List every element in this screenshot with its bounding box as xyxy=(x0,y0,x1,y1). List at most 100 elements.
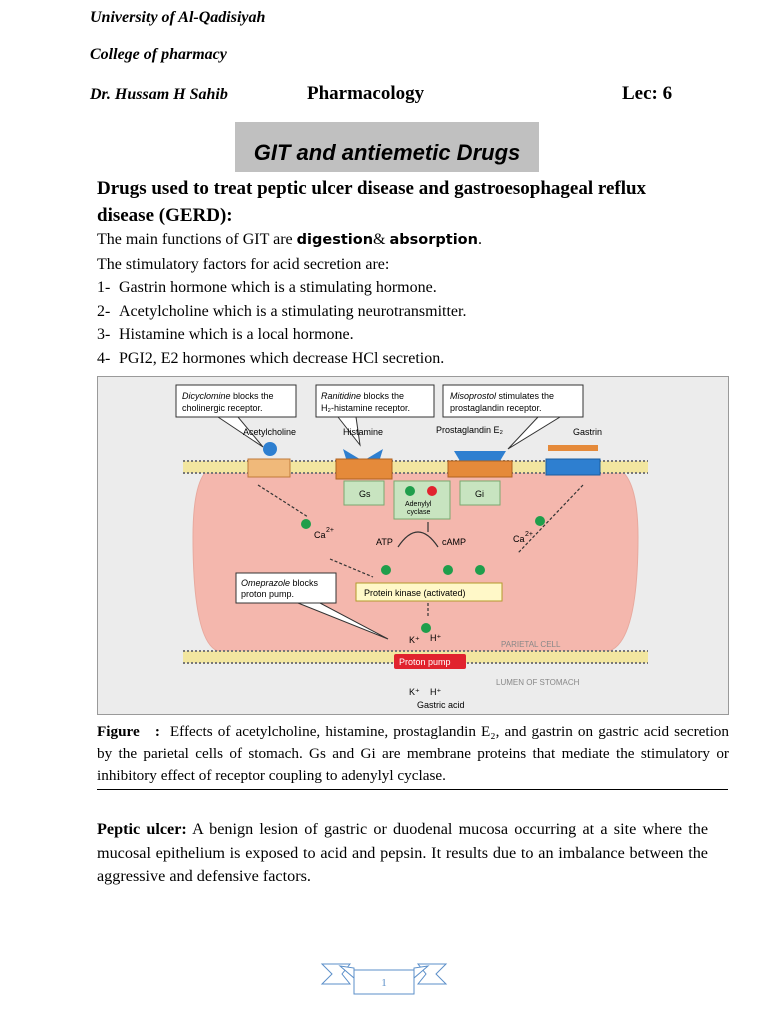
lecture-number: Lec: 6 xyxy=(622,83,673,104)
callout-text: H₂-histamine receptor. xyxy=(321,403,410,413)
label-pka: Protein kinase (activated) xyxy=(364,588,466,598)
svg-text:Dicyclomine blocks the: Dicyclomine blocks the xyxy=(182,391,274,401)
callout-misoprostol: Misoprostol stimulates the prostaglandin… xyxy=(442,384,584,450)
caption-marker: : xyxy=(154,723,160,740)
factor-item: 4- PGI2, E2 hormones which decrease HCl s… xyxy=(97,347,697,371)
plus-icon xyxy=(535,516,545,526)
cholinergic-receptor xyxy=(247,458,291,478)
drug-name: Misoprostol xyxy=(450,391,497,401)
label-acetylcholine: Acetylcholine xyxy=(243,427,296,437)
callout-text: stimulates the xyxy=(496,391,554,401)
factor-num: 1- xyxy=(97,279,111,297)
callout-omeprazole: Omeprazole blocks proton pump. xyxy=(235,572,389,640)
figure-caption: Figure :Effects of acetylcholine, histam… xyxy=(97,721,729,787)
page-title: GIT and antiemetic Drugs xyxy=(253,140,521,165)
label-gi: Gi xyxy=(475,489,484,499)
label-k: K⁺ xyxy=(409,635,420,645)
callout-text: prostaglandin receptor. xyxy=(450,403,542,413)
section-heading: Drugs used to treat peptic ulcer disease… xyxy=(97,178,647,226)
factor-text: Acetylcholine which is a stimulating neu… xyxy=(119,302,467,320)
prostaglandin-ligand xyxy=(454,451,506,461)
label-prostaglandin: Prostaglandin E₂ xyxy=(436,425,504,435)
page-number: 1 xyxy=(381,977,387,989)
plus-icon xyxy=(405,486,415,496)
peptic-term: Peptic ulcer: xyxy=(97,820,187,838)
functions-line: The main functions of GIT are digestion&… xyxy=(97,228,697,253)
factor-num: 4- xyxy=(97,349,111,367)
factor-text: PGI2, E2 hormones which decrease HCl sec… xyxy=(119,349,445,367)
plus-icon xyxy=(421,623,431,633)
factor-item: 3-Histamine which is a local hormone. xyxy=(97,323,697,347)
peptic-text: A benign lesion of gastric or duodenal m… xyxy=(97,820,709,886)
label-gs: Gs xyxy=(359,489,371,499)
label-k: K⁺ xyxy=(409,687,420,697)
doctor-name: Dr. Hussam H Sahib xyxy=(90,86,228,103)
label-lumen: LUMEN OF STOMACH xyxy=(496,678,580,687)
caption-text: Effects of acetylcholine, histamine, pro… xyxy=(97,723,729,784)
caption-label: Figure xyxy=(97,723,140,740)
adenylyl-cyclase xyxy=(393,480,451,520)
gastrin-arrow xyxy=(517,484,584,554)
minus-icon xyxy=(427,486,437,496)
plus-icon xyxy=(381,565,391,575)
callout-text: blocks the xyxy=(361,391,404,401)
intro-text: The main functions of GIT are digestion&… xyxy=(97,228,697,371)
factor-text: Gastrin hormone which is a stimulating h… xyxy=(119,279,437,297)
label-camp: cAMP xyxy=(442,537,466,547)
plus-icon xyxy=(301,519,311,529)
svg-text:Ranitidine blocks the: Ranitidine blocks the xyxy=(321,391,404,401)
gastrin-receptor xyxy=(545,458,601,476)
proton-pump xyxy=(394,654,466,669)
callout-dicyclomine: Dicyclomine blocks the cholinergic recep… xyxy=(175,384,297,448)
atp-camp-arrow xyxy=(397,531,439,548)
label-h: H⁺ xyxy=(430,633,441,643)
peptic-ulcer-paragraph: Peptic ulcer: A benign lesion of gastric… xyxy=(97,818,708,889)
label-histamine: Histamine xyxy=(343,427,383,437)
factor-text: Histamine which is a local hormone. xyxy=(119,326,354,344)
stimulatory-line: The stimulatory factors for acid secreti… xyxy=(97,255,390,273)
label-parietal-cell: PARIETAL CELL xyxy=(501,640,561,649)
gi-protein xyxy=(459,480,501,506)
factor-item: 1- Gastrin hormone which is a stimulating… xyxy=(97,276,697,300)
protein-kinase-box xyxy=(355,582,503,602)
h2-receptor xyxy=(335,458,393,480)
plus-icon xyxy=(475,565,485,575)
label-cyclase: cyclase xyxy=(407,509,430,516)
functions-suffix: . xyxy=(477,231,482,248)
caption-rule xyxy=(97,789,728,790)
label-h: H⁺ xyxy=(430,687,441,697)
title-box xyxy=(235,122,539,172)
callout-text: blocks xyxy=(290,578,319,588)
factor-num: 2- xyxy=(97,302,111,320)
acetylcholine-ligand xyxy=(263,442,277,456)
gastrin-ligand xyxy=(548,445,598,451)
university-name: University of Al-Qadisiyah xyxy=(90,9,266,26)
label-atp: ATP xyxy=(376,537,393,547)
drug-name: Omeprazole xyxy=(241,578,290,588)
label-ca-sup: 2+ xyxy=(326,527,334,534)
page-number-ribbon: 1 xyxy=(320,963,448,995)
svg-text:Misoprostol stimulates the: Misoprostol stimulates the xyxy=(450,391,554,401)
label-gastric-acid: Gastric acid xyxy=(417,700,465,710)
callout-text: proton pump. xyxy=(241,589,294,599)
functions-absorption: absorption xyxy=(389,232,478,248)
label-ca: Ca xyxy=(513,534,525,544)
functions-digestion: digestion xyxy=(296,232,374,248)
label-ca-sup: 2+ xyxy=(525,531,533,538)
plus-icon xyxy=(443,565,453,575)
figure-panel: Dicyclomine blocks the cholinergic recep… xyxy=(97,376,729,715)
label-gastrin: Gastrin xyxy=(573,427,602,437)
subject-name: Pharmacology xyxy=(307,83,425,104)
functions-prefix: The main functions of GIT are xyxy=(97,231,297,248)
svg-text:Omeprazole blocks: Omeprazole blocks xyxy=(241,578,319,588)
factor-item: 2- Acetylcholine which is a stimulating n… xyxy=(97,300,697,324)
parietal-cell-diagram: Dicyclomine blocks the cholinergic recep… xyxy=(175,384,648,710)
label-adenylyl: Adenylyl xyxy=(405,501,432,508)
gs-protein xyxy=(343,480,385,506)
callout-text: blocks the xyxy=(231,391,274,401)
functions-mid: & xyxy=(373,231,390,248)
drug-name: Dicyclomine xyxy=(182,391,231,401)
ca-left-arrow xyxy=(329,558,374,578)
prostaglandin-receptor xyxy=(447,460,513,478)
callout-ranitidine: Ranitidine blocks the H₂-histamine recep… xyxy=(315,384,435,447)
